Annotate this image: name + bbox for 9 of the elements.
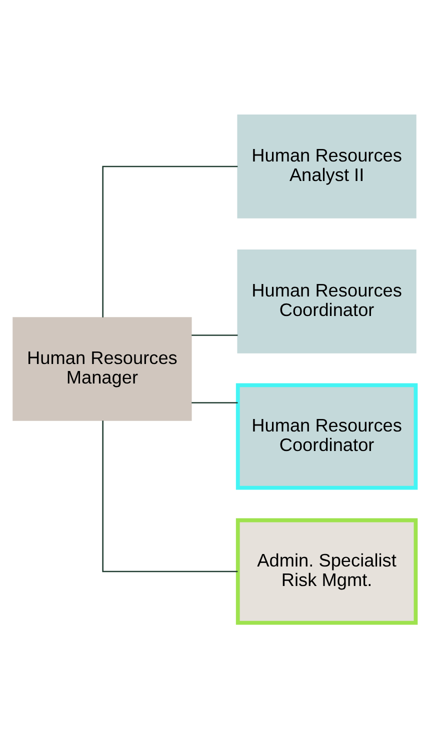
node-box: Human Resources Analyst II bbox=[237, 114, 416, 218]
node-box: Admin. Specialist Risk Mgmt. bbox=[236, 518, 418, 624]
connector bbox=[102, 420, 238, 572]
connector bbox=[192, 402, 238, 403]
node-box: Human Resources Coordinator bbox=[236, 382, 418, 490]
node-box: Human Resources Manager bbox=[12, 316, 192, 420]
connector bbox=[192, 334, 238, 336]
node-box: Human Resources Coordinator bbox=[237, 249, 416, 353]
connector bbox=[102, 165, 238, 317]
